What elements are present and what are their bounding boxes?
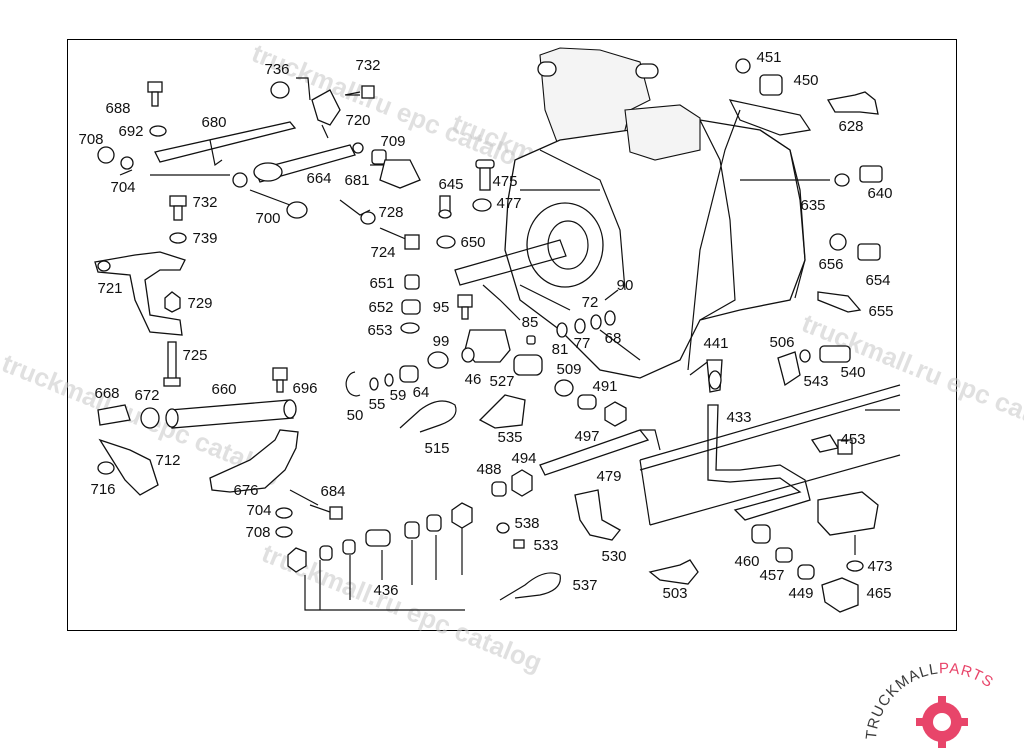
leader-lines [119,77,900,611]
part-callout-725: 725 [182,347,207,364]
center-parts [345,159,661,601]
part-callout-739: 739 [192,230,217,247]
part-callout-720: 720 [345,112,370,129]
part-callout-640: 640 [867,185,892,202]
part-callout-704: 704 [246,502,271,519]
part-callout-465: 465 [866,585,891,602]
part-callout-635: 635 [800,197,825,214]
part-callout-700: 700 [255,210,280,227]
part-callout-59: 59 [390,387,407,404]
part-callout-99: 99 [433,333,450,350]
part-callout-681: 681 [344,172,369,189]
part-callout-645: 645 [438,176,463,193]
part-callout-506: 506 [769,334,794,351]
gear-icon [916,696,968,748]
part-callout-676: 676 [233,482,258,499]
part-callout-477: 477 [496,195,521,212]
part-callout-732: 732 [355,57,380,74]
part-callout-68: 68 [605,330,622,347]
logo-text-accent: PARTS [939,660,997,691]
part-callout-503: 503 [662,585,687,602]
part-callout-654: 654 [865,272,890,289]
part-callout-696: 696 [292,380,317,397]
part-callout-708: 708 [245,524,270,541]
part-callout-451: 451 [756,49,781,66]
part-callout-650: 650 [460,234,485,251]
right-parts [639,58,901,613]
part-callout-628: 628 [838,118,863,135]
part-callout-540: 540 [840,364,865,381]
part-callout-436: 436 [373,582,398,599]
part-callout-664: 664 [306,170,331,187]
part-callout-652: 652 [368,299,393,316]
part-callout-450: 450 [793,72,818,89]
part-callout-692: 692 [118,123,143,140]
part-callout-721: 721 [97,280,122,297]
part-callout-449: 449 [788,585,813,602]
part-callout-494: 494 [511,450,536,467]
part-callout-684: 684 [320,483,345,500]
part-callout-712: 712 [155,452,180,469]
part-callout-515: 515 [424,440,449,457]
part-callout-543: 543 [803,373,828,390]
truckmall-logo: TRUCKMALLPARTS [863,660,997,748]
part-callout-708: 708 [78,131,103,148]
part-callout-433: 433 [726,409,751,426]
part-callout-479: 479 [596,468,621,485]
part-callout-716: 716 [90,481,115,498]
part-callout-460: 460 [734,553,759,570]
part-callout-509: 509 [556,361,581,378]
part-callout-527: 527 [489,373,514,390]
part-callout-688: 688 [105,100,130,117]
part-callout-50: 50 [347,407,364,424]
part-callout-81: 81 [552,341,569,358]
part-callout-77: 77 [574,335,591,352]
part-callout-64: 64 [413,384,430,401]
part-callout-473: 473 [867,558,892,575]
part-callout-535: 535 [497,429,522,446]
part-callout-704: 704 [110,179,135,196]
part-callout-491: 491 [592,378,617,395]
part-callout-95: 95 [433,299,450,316]
part-callout-709: 709 [380,133,405,150]
part-callout-660: 660 [211,381,236,398]
part-callout-653: 653 [367,322,392,339]
part-callout-680: 680 [201,114,226,131]
part-callout-72: 72 [582,294,599,311]
part-callout-90: 90 [617,277,634,294]
part-callout-85: 85 [522,314,539,331]
part-callout-655: 655 [868,303,893,320]
part-callout-457: 457 [759,567,784,584]
part-callout-651: 651 [369,275,394,292]
part-callout-668: 668 [94,385,119,402]
part-callout-533: 533 [533,537,558,554]
part-callout-538: 538 [514,515,539,532]
part-callout-46: 46 [465,371,482,388]
part-callout-724: 724 [370,244,395,261]
part-callout-441: 441 [703,335,728,352]
part-callout-55: 55 [369,396,386,413]
part-callout-475: 475 [492,173,517,190]
linkage-parts [94,81,421,387]
part-callout-736: 736 [264,61,289,78]
cylinder-parts [97,367,473,573]
part-callout-728: 728 [378,204,403,221]
part-callout-537: 537 [572,577,597,594]
part-callout-497: 497 [574,428,599,445]
part-callout-453: 453 [840,431,865,448]
part-callout-656: 656 [818,256,843,273]
part-callout-488: 488 [476,461,501,478]
part-callout-732: 732 [192,194,217,211]
part-callout-729: 729 [187,295,212,312]
gearbox-housing [454,47,812,379]
watermark-text: truckmall.ru epc catalog [798,308,1024,448]
part-callout-530: 530 [601,548,626,565]
diagram-frame [67,39,957,631]
part-callout-672: 672 [134,387,159,404]
watermark-text: truckmall.ru epc catalog [248,38,537,178]
